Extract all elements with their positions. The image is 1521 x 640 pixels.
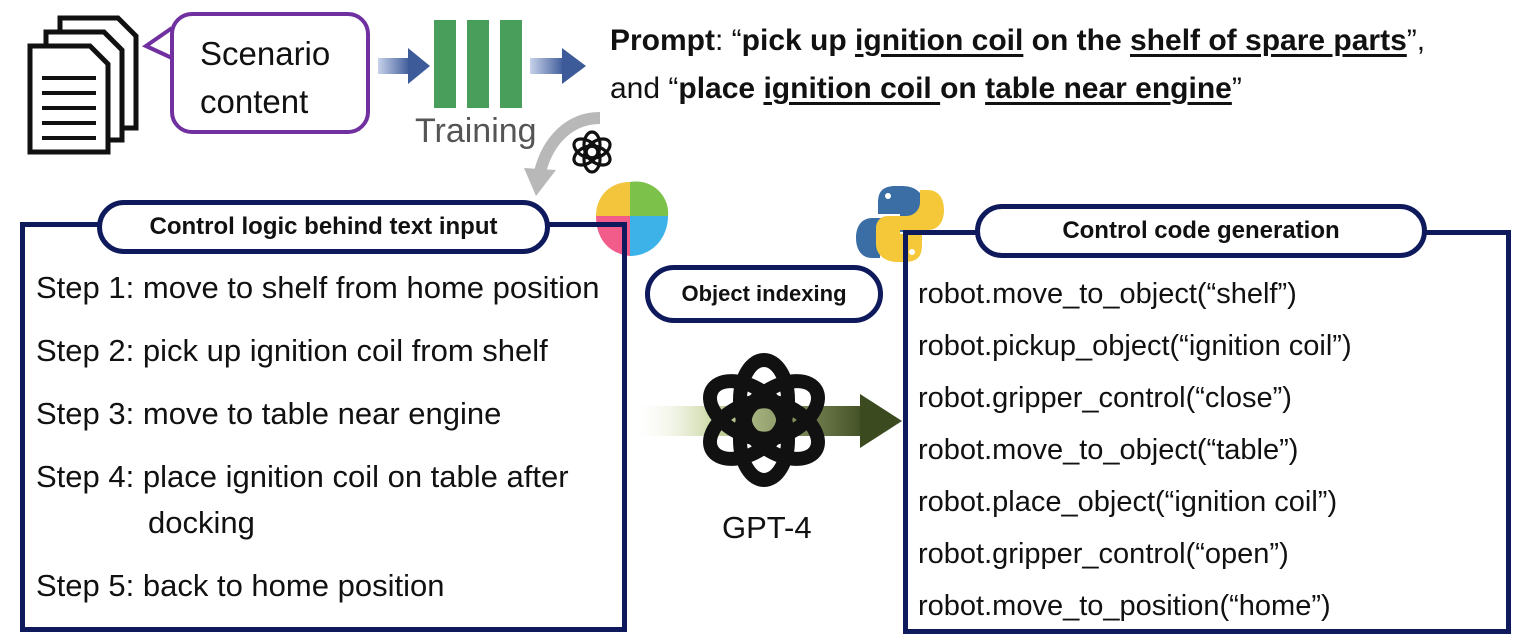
- arrow-to-training: [378, 48, 430, 84]
- scenario-line-1: Scenario: [200, 35, 331, 72]
- scenario-line-2: content: [200, 83, 309, 120]
- code-line: robot.gripper_control(“close”): [918, 382, 1292, 414]
- step-label: Step 4:: [36, 459, 135, 494]
- prompt-object-1: ignition coil: [855, 24, 1024, 57]
- step-text: move to shelf from home position: [142, 270, 600, 305]
- step-5: Step 5: back to home position: [36, 568, 444, 604]
- step-label: Step 1:: [36, 270, 135, 305]
- step-text: move to table near engine: [142, 396, 502, 431]
- step-label: Step 2:: [36, 333, 135, 368]
- step-1: Step 1: move to shelf from home position: [36, 270, 599, 306]
- object-indexing-pill: Object indexing: [645, 265, 883, 323]
- step-text: back to home position: [142, 568, 445, 603]
- prompt-mid-2: on: [940, 72, 986, 105]
- prompt-location-2: table near engine: [985, 72, 1232, 105]
- step-4-continued: docking: [148, 505, 255, 540]
- step-3: Step 3: move to table near engine: [36, 396, 501, 432]
- training-label: Training: [415, 112, 537, 150]
- prompt-lead: Prompt: [610, 24, 715, 57]
- openai-logo-icon: [572, 130, 612, 174]
- code-line: robot.gripper_control(“open”): [918, 538, 1289, 570]
- prompt-verb-2: place: [678, 72, 764, 105]
- documents-icon: [27, 15, 139, 155]
- prompt-object-2: ignition coil: [763, 72, 941, 105]
- step-4: Step 4: place ignition coil on table aft…: [36, 459, 569, 495]
- prompt-tail-1: ”,: [1406, 24, 1426, 57]
- step-text: pick up ignition coil from shelf: [142, 333, 548, 368]
- scenario-text: Scenario content: [200, 30, 330, 126]
- prompt-verb-1: pick up: [741, 24, 856, 57]
- prompt-colon: : “: [715, 24, 742, 57]
- step-2: Step 2: pick up ignition coil from shelf: [36, 333, 548, 369]
- step-label: Step 3:: [36, 396, 135, 431]
- code-line: robot.move_to_object(“shelf”): [918, 278, 1297, 310]
- python-logo-icon: [856, 186, 944, 262]
- openai-large-logo-icon: [703, 353, 825, 487]
- bubble-tail: [141, 26, 174, 60]
- control-logic-title: Control logic behind text input: [97, 200, 550, 254]
- prompt-tail-2: ”: [1231, 72, 1242, 105]
- gpt-4-label: GPT-4: [722, 510, 812, 545]
- prompt-location-1: shelf of spare parts: [1130, 24, 1407, 57]
- code-line: robot.pickup_object(“ignition coil”): [918, 330, 1352, 362]
- prompt-line-2: and “place ignition coil on table near e…: [610, 72, 1242, 106]
- code-line: robot.move_to_position(“home”): [918, 590, 1331, 622]
- training-bars-icon: [434, 20, 522, 108]
- curved-arrow: [524, 112, 601, 196]
- prompt-lead-2: and “: [610, 72, 679, 105]
- step-label: Step 5:: [36, 568, 135, 603]
- scenario-bubble: [170, 12, 370, 134]
- arrow-to-prompt: [530, 48, 586, 84]
- step-text: place ignition coil on table after: [142, 459, 569, 494]
- code-line: robot.place_object(“ignition coil”): [918, 486, 1338, 518]
- code-line: robot.move_to_object(“table”): [918, 434, 1299, 466]
- prompt-line-1: Prompt: “pick up ignition coil on the sh…: [610, 24, 1425, 58]
- prompt-mid-1: on the: [1023, 24, 1130, 57]
- control-code-title: Control code generation: [975, 204, 1427, 258]
